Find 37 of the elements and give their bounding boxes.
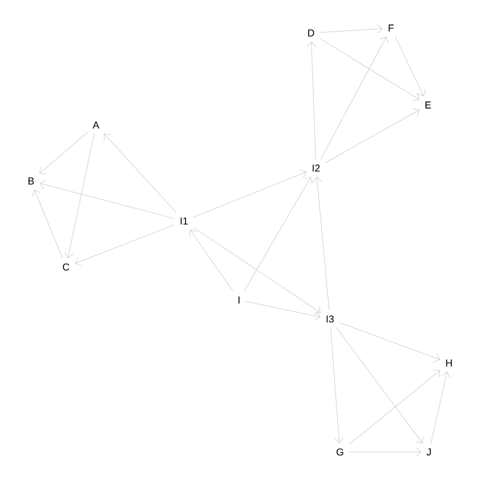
arrow <box>189 230 234 292</box>
arrow <box>245 301 321 321</box>
node-label: B <box>28 178 34 184</box>
node-label: I <box>238 296 240 304</box>
arrow <box>336 328 424 444</box>
node-label: E <box>425 102 431 108</box>
arrow <box>244 176 312 292</box>
node-label: A <box>92 122 100 128</box>
arrow <box>40 180 175 219</box>
arrow <box>430 372 451 444</box>
node-label: D <box>308 30 314 36</box>
arrow <box>325 108 420 163</box>
arrow <box>348 447 422 457</box>
node-label: I1 <box>180 218 188 224</box>
arrow <box>32 190 63 259</box>
arrow <box>193 169 307 218</box>
arrow <box>40 132 88 174</box>
arrow <box>394 36 426 96</box>
arrow <box>312 176 330 311</box>
node-label: J <box>426 448 431 456</box>
arrow <box>339 322 440 362</box>
node-label: C <box>62 263 70 271</box>
arrow <box>193 227 321 314</box>
arrow <box>74 224 175 266</box>
arrow <box>348 370 440 445</box>
arrow <box>104 134 176 213</box>
node-label: F <box>388 24 394 32</box>
node-label: I2 <box>312 164 320 172</box>
arrow <box>320 36 388 160</box>
arrow <box>306 42 316 160</box>
arrow <box>330 328 344 444</box>
arrow <box>64 133 94 258</box>
arrow <box>320 38 420 102</box>
arrow <box>320 24 383 34</box>
node-label: H <box>446 360 452 366</box>
node-label: I3 <box>326 315 334 323</box>
node-label: G <box>336 448 344 456</box>
